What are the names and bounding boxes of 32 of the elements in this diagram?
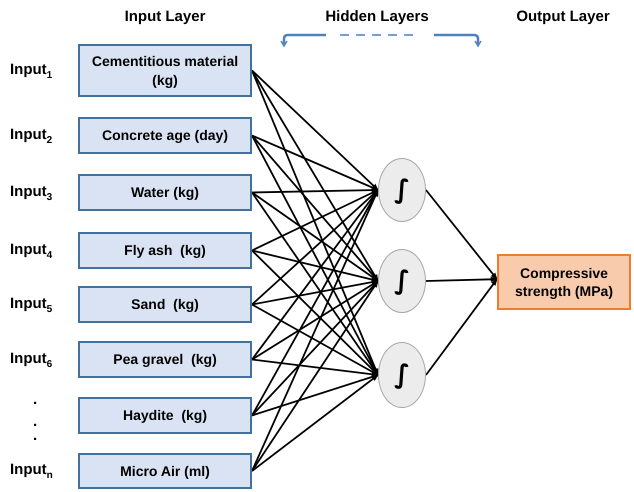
output-box: Compressive strength (MPa) — [497, 254, 631, 310]
input-box: Fly ash (kg) — [78, 232, 252, 269]
ellipsis-dot: . — [33, 428, 38, 443]
input-label: Input$_{3}$ — [10, 182, 52, 202]
input-box: Micro Air (ml) — [78, 453, 252, 489]
input-label: Input$_{1}$ — [10, 60, 52, 80]
input-label: Input$_{6}$ — [10, 350, 52, 370]
arrow — [425, 278, 498, 376]
integral-symbol: ∫ — [394, 268, 410, 294]
arrow — [251, 374, 379, 472]
ellipsis-dot: . — [33, 414, 38, 429]
arrow — [251, 280, 379, 472]
layer-heading: Hidden Layers — [325, 8, 429, 25]
input-box: Haydite (kg) — [78, 397, 252, 434]
input-box: Concrete age (day) — [78, 117, 252, 154]
input-label: Input$_{2}$ — [10, 126, 52, 146]
input-box: Cementitious material (kg) — [78, 44, 252, 97]
input-box: Sand (kg) — [78, 286, 252, 323]
input-label: Input$_{5}$ — [10, 294, 52, 314]
layer-heading: Output Layer — [516, 8, 610, 25]
layer-heading: Input Layer — [124, 8, 206, 25]
integral-symbol: ∫ — [394, 177, 410, 203]
arrow — [426, 276, 498, 282]
arrow — [425, 189, 498, 280]
input-box: Water (kg) — [78, 174, 252, 211]
arrow — [251, 70, 379, 191]
arrow — [251, 70, 379, 282]
input-box: Pea gravel (kg) — [78, 341, 252, 378]
input-label: Input$_{n}$ — [10, 461, 53, 481]
input-label: Input$_{4}$ — [10, 240, 52, 260]
ellipsis-dot: . — [33, 392, 38, 407]
integral-symbol: ∫ — [394, 362, 410, 388]
